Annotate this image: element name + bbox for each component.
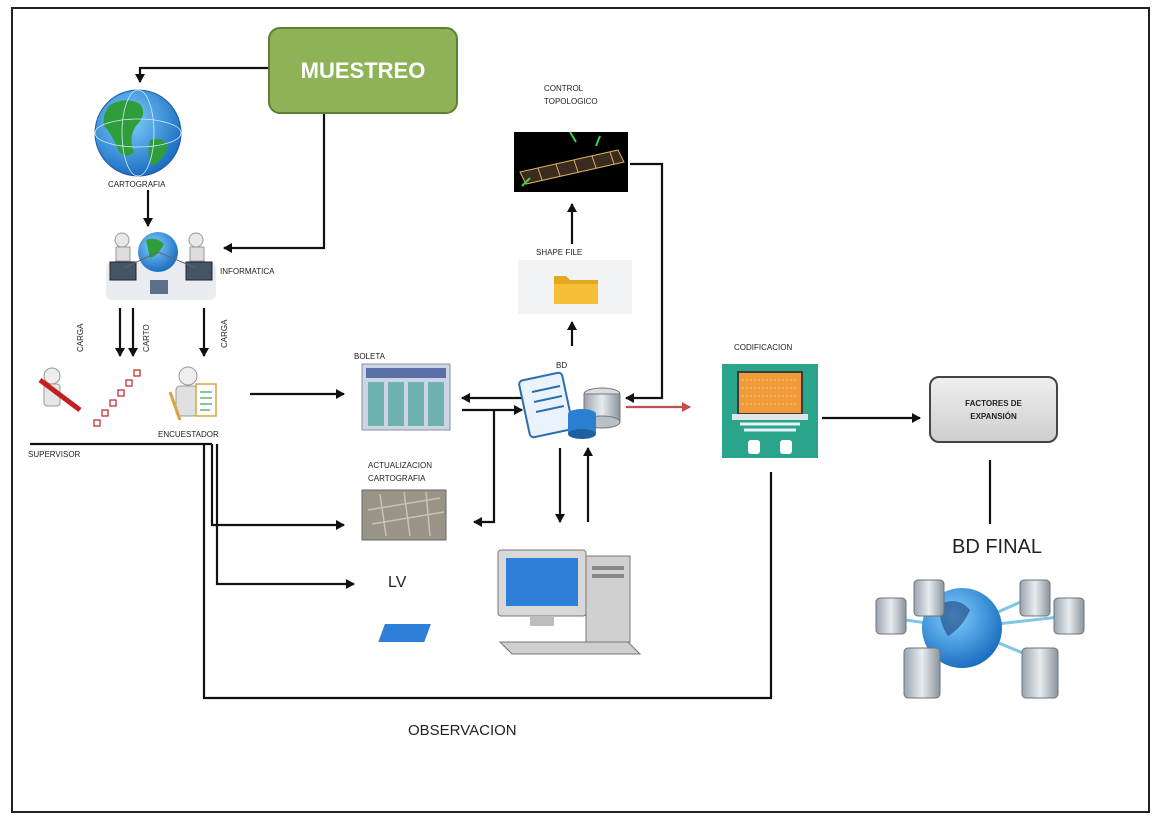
boleta-label: BOLETA — [354, 352, 385, 361]
actualizacion-label-line1: ACTUALIZACION — [368, 461, 433, 470]
informatica-label: INFORMATICA — [220, 267, 275, 276]
factores-label-line1: FACTORES DE — [965, 398, 1022, 408]
encuestador-label: ENCUESTADOR — [158, 430, 219, 439]
network-team-icon — [106, 232, 216, 300]
database-icon — [518, 371, 621, 439]
form-document-icon — [361, 363, 451, 431]
checklist-pen-icon — [38, 367, 141, 427]
control-label-line1: CONTROL — [544, 84, 584, 93]
supervisor-label: SUPERVISOR — [28, 450, 81, 459]
codificacion-label: CODIFICACION — [734, 343, 793, 352]
satellite-map-icon — [361, 489, 447, 541]
topology-map-icon — [514, 131, 628, 192]
factores-node: FACTORES DE EXPANSIÓN — [929, 376, 1058, 443]
arrow-to-actualizacion — [210, 444, 345, 530]
arrow-bd-actualizacion — [473, 410, 496, 527]
lv-label: LV — [388, 574, 407, 591]
folder-icon — [518, 260, 632, 314]
clipboard-person-icon — [168, 366, 217, 421]
arrow-to-lv — [215, 444, 355, 589]
observacion-loop — [202, 444, 773, 700]
globe-icon — [94, 89, 182, 177]
carto-label: CARTO — [142, 324, 151, 352]
shape-file-label: SHAPE FILE — [536, 248, 583, 257]
factores-label-line2: EXPANSIÓN — [970, 411, 1017, 421]
cartografia-label: CARTOGRAFIA — [108, 180, 166, 189]
arrow-muestreo-informatica — [223, 114, 326, 253]
arrow-muestreo-cartografia — [135, 66, 268, 83]
observacion-label: OBSERVACION — [408, 722, 517, 739]
muestreo-label: MUESTREO — [300, 57, 426, 83]
control-label-line2: TOPOLOGICO — [544, 97, 598, 106]
bd-final-label: BD FINAL — [952, 536, 1043, 558]
carga-right-label: CARGA — [220, 319, 229, 348]
global-database-network-icon — [875, 579, 1085, 699]
muestreo-node: MUESTREO — [268, 27, 458, 114]
actualizacion-label-line2: CARTOGRAFIA — [368, 474, 426, 483]
arrow-control-bd — [625, 162, 664, 403]
outer-border — [11, 7, 1150, 813]
carga-left-label: CARGA — [76, 323, 85, 352]
desktop-computer-icon — [378, 549, 642, 655]
bd-label: BD — [556, 361, 568, 370]
coding-laptop-icon — [722, 364, 818, 458]
